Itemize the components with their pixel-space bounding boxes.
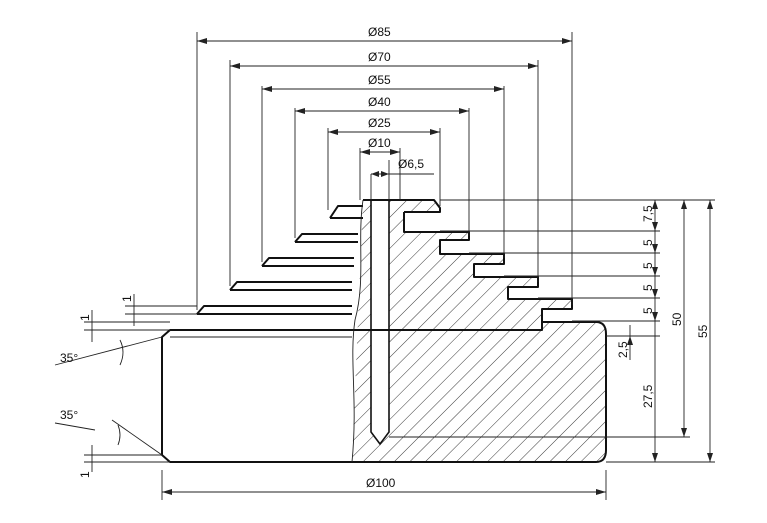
- diameter-dimensions: [162, 38, 606, 495]
- height-dimensions: [627, 200, 713, 462]
- dim-label-1-flange: 1: [120, 295, 134, 302]
- dim-label-5b: 5: [641, 262, 655, 269]
- dim-label-d25: Ø25: [368, 116, 391, 130]
- axial-hole: [370, 199, 390, 446]
- dim-label-5c: 5: [641, 284, 655, 291]
- dim-label-7-5: 7,5: [641, 205, 655, 222]
- height-extension-lines: [389, 199, 715, 463]
- part-outline: [161, 321, 607, 463]
- dim-label-d85: Ø85: [368, 25, 391, 39]
- dim-label-1-bottom: 1: [78, 471, 92, 478]
- dim-label-5a: 5: [641, 239, 655, 246]
- dim-label-5d: 5: [641, 307, 655, 314]
- dim-label-50: 50: [670, 312, 684, 326]
- dim-label-d10: Ø10: [368, 136, 391, 150]
- dim-label-d70: Ø70: [368, 50, 391, 64]
- angle-label-bottom: 35°: [60, 408, 78, 422]
- dimension-labels: Ø85 Ø70 Ø55 Ø40 Ø25 Ø10 Ø6,5 Ø100 7,5 5 …: [60, 25, 710, 490]
- flanges: [161, 205, 363, 455]
- dim-label-d55: Ø55: [368, 73, 391, 87]
- dim-label-d6-5: Ø6,5: [398, 157, 424, 171]
- dim-label-27-5: 27,5: [641, 384, 655, 408]
- angle-label-top: 35°: [60, 351, 78, 365]
- dim-label-d100: Ø100: [366, 476, 396, 490]
- dim-label-2-5: 2,5: [616, 341, 630, 358]
- dim-label-55: 55: [696, 324, 710, 338]
- left-small-dimensions: [54, 294, 197, 472]
- dim-label-d40: Ø40: [368, 95, 391, 109]
- break-line: [351, 199, 364, 463]
- dim-label-1-top: 1: [78, 314, 92, 321]
